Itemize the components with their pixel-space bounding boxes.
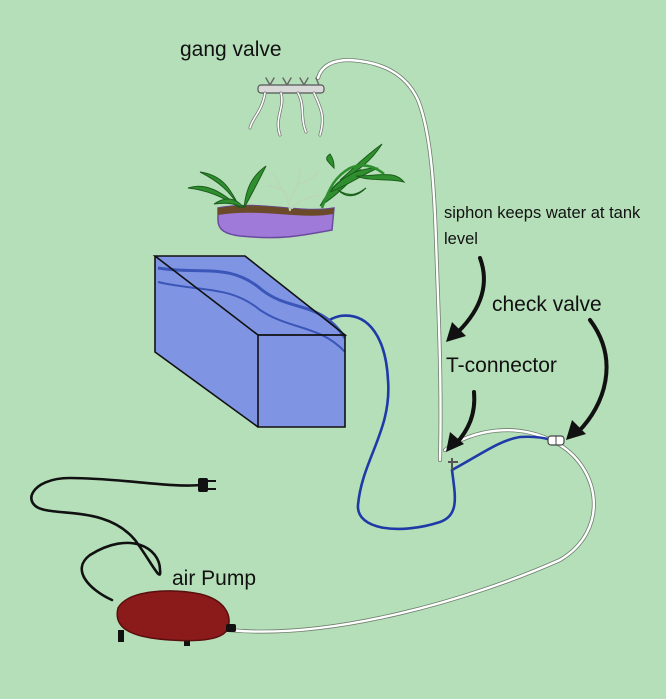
air-pump-label: air Pump — [172, 567, 257, 590]
air-line — [226, 57, 596, 634]
gang-valve-label: gang valve — [180, 38, 282, 61]
air-pump-icon — [116, 590, 236, 646]
power-cord — [30, 476, 202, 602]
siphon-label: siphon keeps water at tank level — [444, 204, 641, 248]
arrowheads — [446, 322, 586, 452]
t-connector-icon — [448, 458, 458, 470]
t-connector-label: T-connector — [446, 354, 557, 377]
plant-tray-icon — [187, 143, 406, 239]
siphon-tube — [310, 314, 554, 531]
check-valve-icon — [547, 435, 565, 446]
water-tank-icon — [152, 255, 348, 428]
check-valve-label: check valve — [492, 293, 602, 316]
arrow-icon — [454, 256, 609, 446]
power-plug-icon — [198, 478, 216, 492]
gang-valve-icon — [248, 77, 325, 137]
